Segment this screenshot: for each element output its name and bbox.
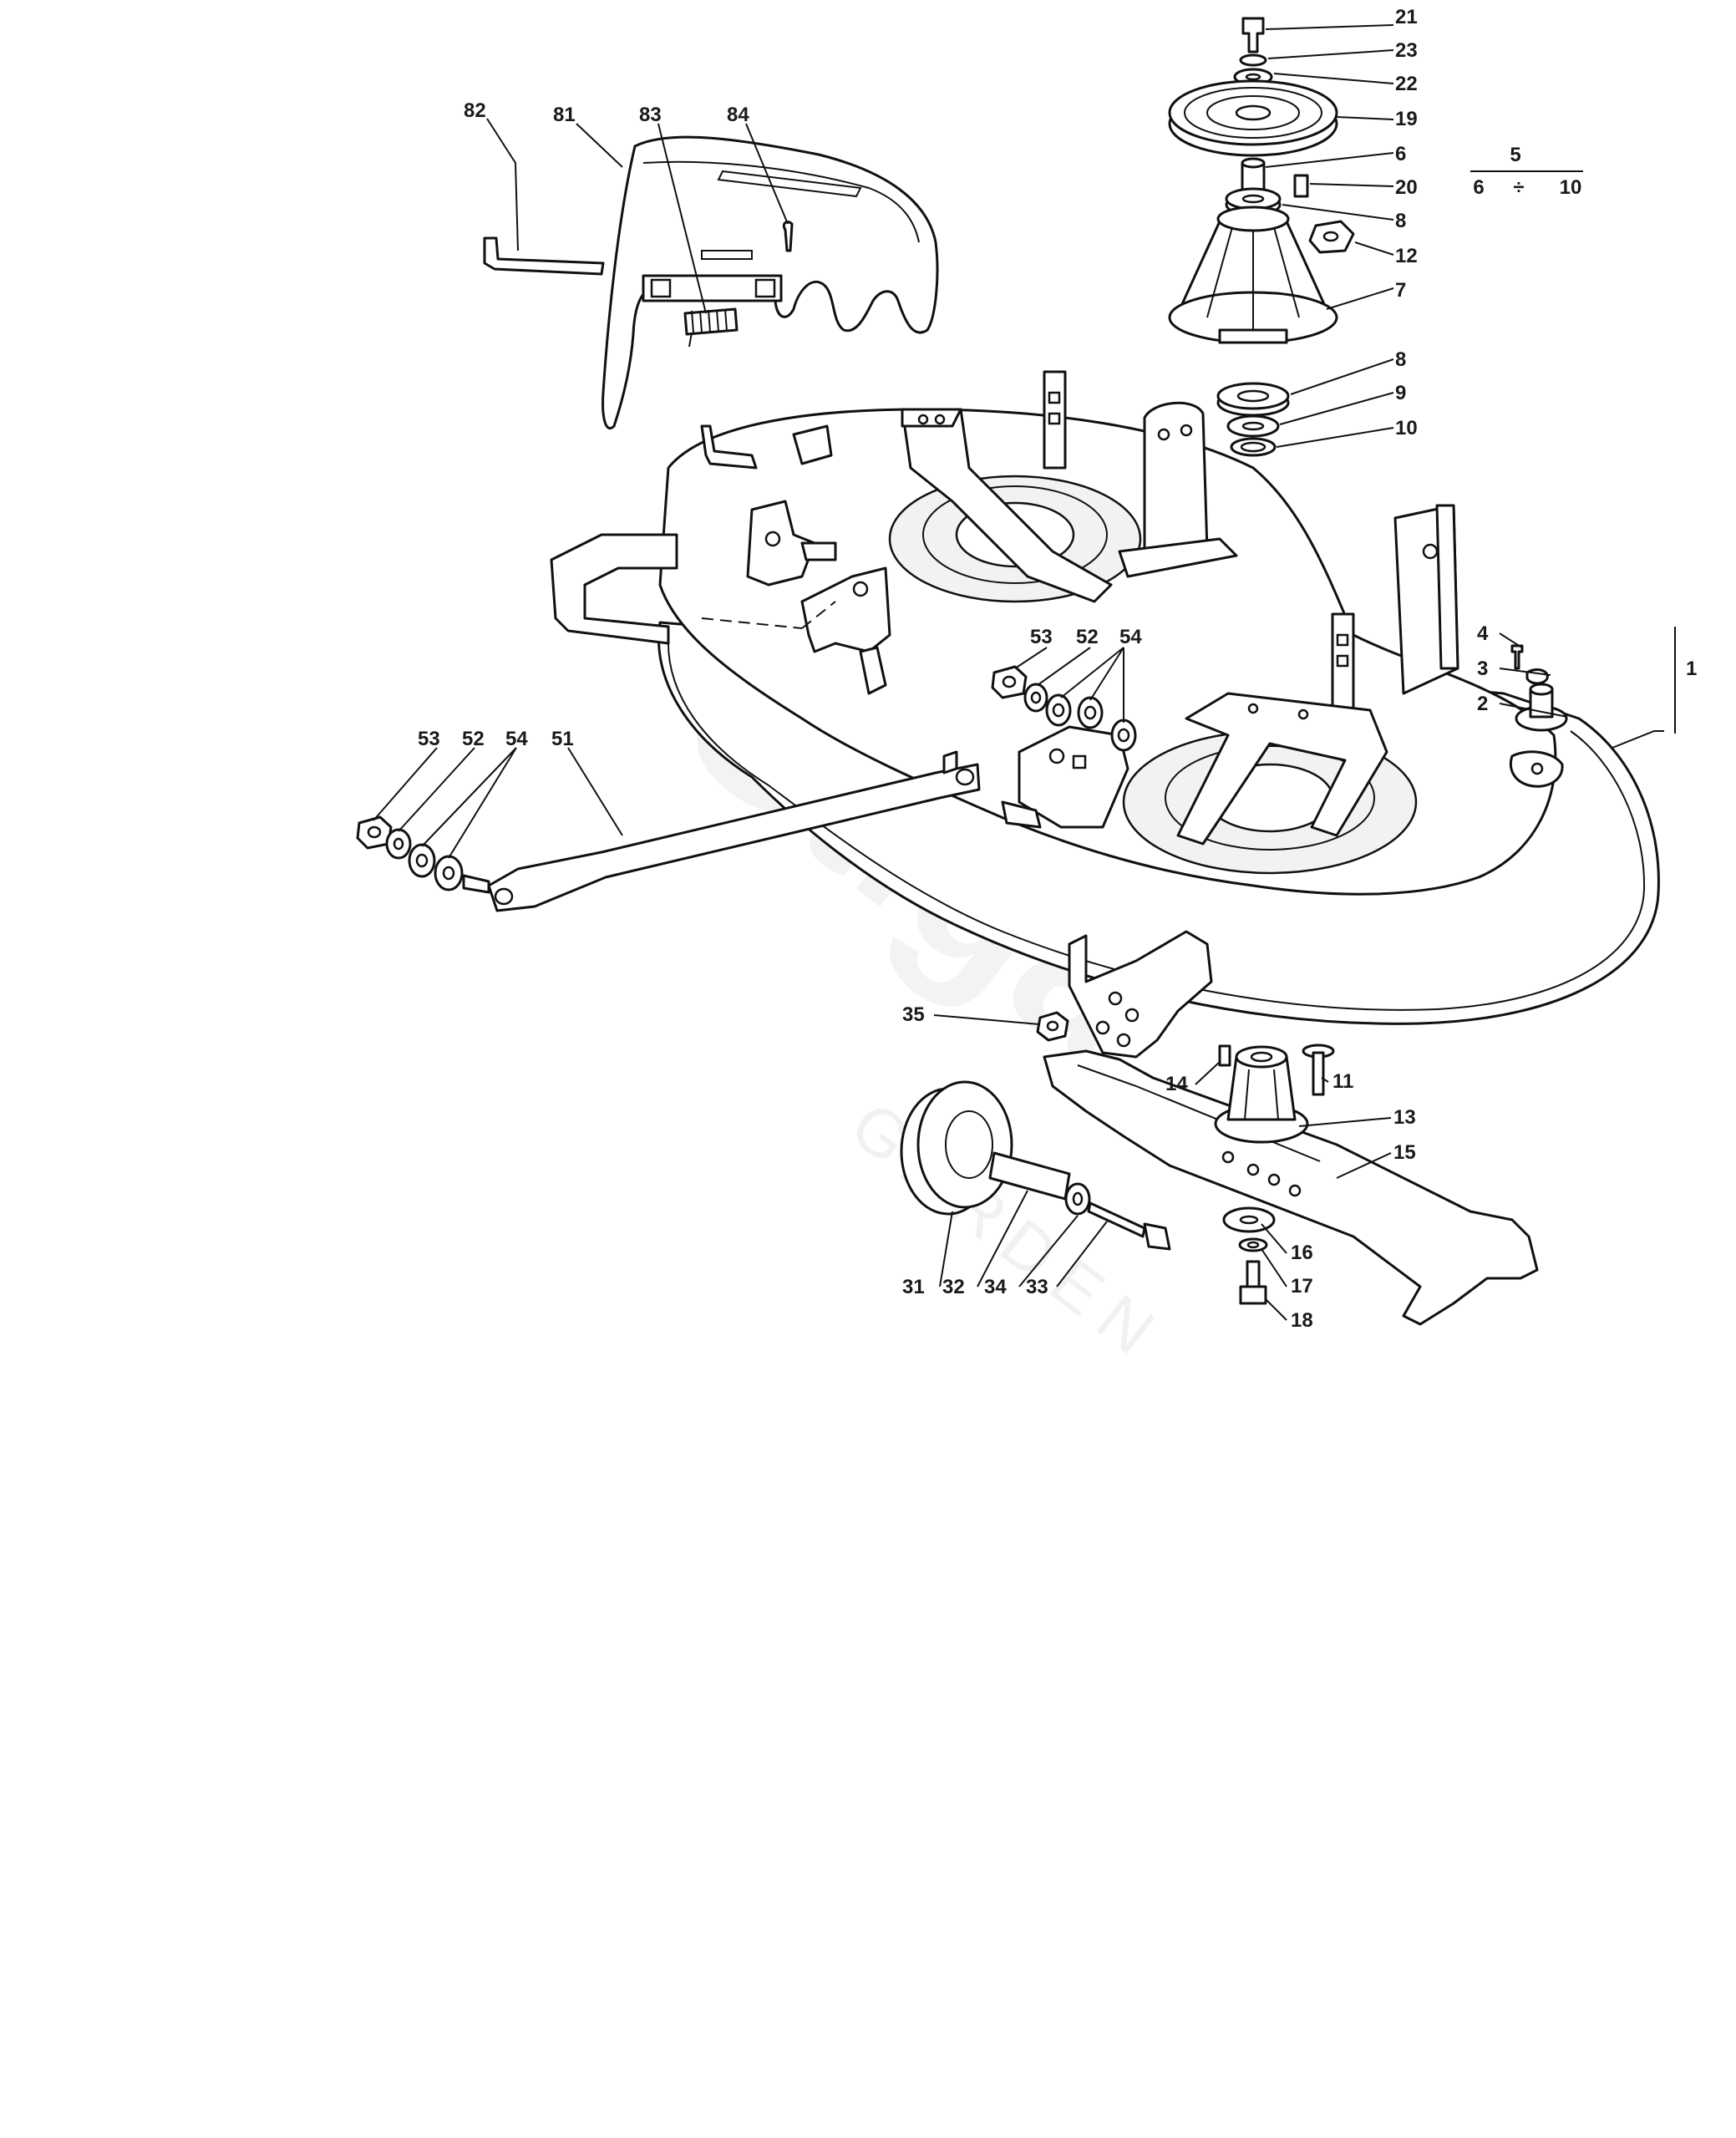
label-83: 83 [639, 104, 662, 126]
group-note-right: 10 [1560, 176, 1582, 199]
group-note: 5 6 ÷ 10 [1470, 144, 1583, 199]
washer-54-left [408, 843, 436, 878]
label-9: 9 [1395, 382, 1406, 404]
label-12: 12 [1395, 245, 1418, 267]
label-21: 21 [1395, 6, 1418, 28]
washer-16 [1222, 1206, 1276, 1233]
group-note-sep: ÷ [1513, 176, 1524, 199]
lock-washer-17 [1238, 1237, 1268, 1252]
label-53-right: 53 [1030, 626, 1053, 648]
wheel-31 [900, 1080, 1013, 1216]
label-15: 15 [1393, 1141, 1416, 1164]
washer-52-right [1023, 683, 1048, 713]
washer-54-right-2 [1077, 696, 1104, 729]
label-19: 19 [1395, 108, 1418, 130]
label-11: 11 [1332, 1070, 1353, 1093]
left-cross-brace [901, 408, 1113, 603]
grass-deflector-assembly [483, 135, 939, 429]
nut-53-right [991, 665, 1028, 699]
right-cross-brace [1176, 692, 1388, 846]
part-labels: 21 23 22 19 6 20 8 12 7 8 9 10 4 3 2 1 8… [418, 6, 1697, 1332]
spring-83 [683, 307, 739, 336]
label-52-left: 52 [462, 728, 485, 750]
label-22: 22 [1395, 73, 1418, 95]
hinge-rod-82 [483, 236, 605, 276]
washer-54-right-3 [1110, 719, 1137, 752]
bolt-11 [1302, 1044, 1335, 1096]
label-54-right: 54 [1119, 626, 1142, 648]
label-34: 34 [984, 1276, 1007, 1298]
label-8-top: 8 [1395, 210, 1406, 232]
label-8-bottom: 8 [1395, 348, 1406, 371]
label-31: 31 [902, 1276, 925, 1298]
label-32: 32 [942, 1276, 965, 1298]
label-35: 35 [902, 1003, 925, 1026]
bolt-21 [1241, 17, 1265, 53]
bolt-18 [1239, 1260, 1267, 1305]
screw-4 [1510, 644, 1524, 670]
wheel-bracket [1036, 930, 1213, 1059]
washer-54-left-2 [434, 855, 464, 891]
label-6: 6 [1395, 143, 1406, 165]
center-mount-plate [1143, 401, 1209, 570]
washer-34 [1064, 1182, 1091, 1216]
lock-washer-23 [1239, 53, 1267, 67]
label-4: 4 [1477, 622, 1489, 645]
key-14 [1218, 1044, 1231, 1067]
pulley-19 [1168, 79, 1338, 157]
leader-lines [373, 24, 1676, 1321]
label-17: 17 [1291, 1275, 1313, 1298]
washer-54-right [1045, 693, 1072, 727]
deck-front-bumper [550, 533, 678, 645]
washer-9 [1226, 414, 1280, 438]
roller-2 [1515, 683, 1568, 732]
circlip-10 [1230, 437, 1277, 457]
rod-51 [487, 763, 981, 912]
spindle-assembly [1168, 17, 1355, 457]
height-adjust-rod [356, 665, 1137, 912]
group-note-top: 5 [1510, 144, 1520, 166]
label-20: 20 [1395, 176, 1418, 199]
label-13: 13 [1393, 1106, 1416, 1129]
bearing-8-bottom [1216, 382, 1290, 417]
key-20 [1293, 174, 1309, 198]
label-52-right: 52 [1076, 626, 1099, 648]
blade-hub-13 [1214, 1045, 1309, 1144]
label-3: 3 [1477, 658, 1488, 680]
label-82: 82 [464, 99, 486, 122]
blade-assembly [1043, 1044, 1539, 1326]
label-16: 16 [1291, 1242, 1313, 1264]
spindle-housing-7 [1168, 206, 1338, 344]
label-84: 84 [727, 104, 749, 126]
group-note-left: 6 [1473, 176, 1484, 199]
bolt-33 [1087, 1201, 1146, 1238]
label-14: 14 [1165, 1073, 1188, 1095]
front-pivot-bracket [1018, 725, 1129, 829]
nut-35 [1036, 1011, 1069, 1042]
label-10: 10 [1395, 417, 1418, 439]
label-54-left: 54 [505, 728, 528, 750]
label-23: 23 [1395, 39, 1418, 62]
roller-kit-1 [1510, 644, 1568, 732]
deflector-hinge-bracket [642, 274, 783, 302]
label-18: 18 [1291, 1309, 1313, 1332]
label-2: 2 [1477, 693, 1488, 715]
label-81: 81 [553, 104, 576, 126]
mower-deck-housing [550, 370, 1660, 1025]
deck-wheel-assembly [900, 1080, 1171, 1251]
label-51: 51 [551, 728, 574, 750]
washer-52-left [385, 828, 412, 860]
rod-stud [462, 874, 490, 894]
label-7: 7 [1395, 279, 1406, 302]
label-33: 33 [1026, 1276, 1048, 1298]
label-1: 1 [1686, 658, 1697, 680]
label-53-left: 53 [418, 728, 440, 750]
